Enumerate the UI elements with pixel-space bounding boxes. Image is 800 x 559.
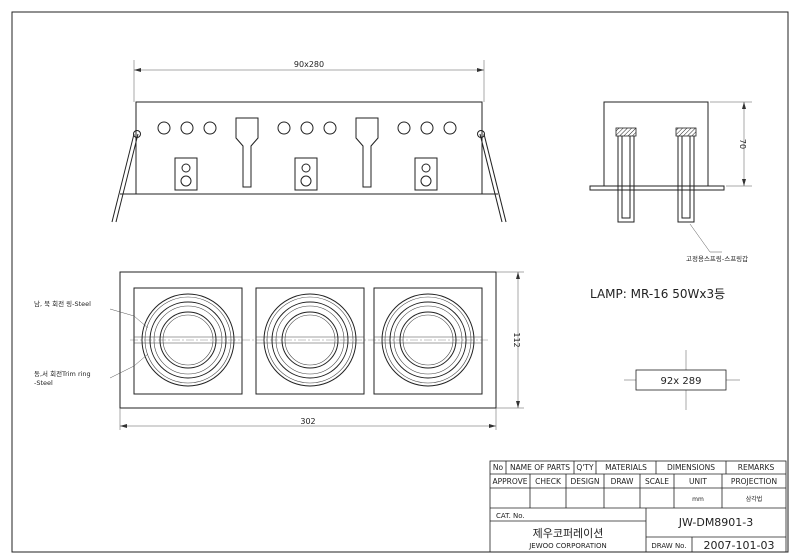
- bracket-plate: [414, 157, 438, 191]
- mount-hole: [300, 121, 314, 135]
- plate-hole: [180, 175, 192, 187]
- tb-unit: UNIT: [689, 477, 707, 486]
- bracket-plate: [174, 157, 198, 191]
- tb-company-kr: 제우코퍼레이션: [533, 527, 604, 540]
- lamp-opening-inner: [284, 314, 336, 366]
- lamp-unit: [373, 287, 483, 395]
- dim-top-width: 90x280: [294, 60, 324, 69]
- ring-ns-annotation: 남, 북 회전 링-Steel: [34, 299, 91, 308]
- lamp-opening: [281, 311, 339, 369]
- outer-ring: [381, 293, 475, 387]
- trim-ring-inner: [393, 305, 463, 375]
- mount-hole: [157, 121, 171, 135]
- tb-approve: APPROVE: [492, 477, 527, 486]
- outer-ring: [141, 293, 235, 387]
- mount-hole: [277, 121, 291, 135]
- tb-cat-label: CAT. No.: [496, 512, 525, 520]
- trim-ring: [271, 301, 349, 379]
- unit-frame: [133, 287, 243, 395]
- spring-annotation: 고정용스프링-스프링갑: [686, 254, 748, 263]
- plan-view: 302 112 남, 북 회전 링-Steel 동,서 회전Trim ring …: [34, 271, 524, 430]
- trim-ring-inner: [153, 305, 223, 375]
- dim-bottom-width: 302: [300, 417, 315, 426]
- unit-frame: [255, 287, 365, 395]
- tb-projection: PROJECTION: [731, 477, 777, 486]
- cutout-box: 92x 289: [624, 350, 740, 410]
- lamp-unit: [255, 287, 365, 395]
- title-block: No NAME OF PARTS Q'TY MATERIALS DIMENSIO…: [489, 460, 787, 553]
- tb-draw-no: 2007-101-03: [704, 539, 775, 552]
- mount-hole: [443, 121, 457, 135]
- trim-ring: [149, 301, 227, 379]
- tb-check: CHECK: [535, 477, 562, 486]
- trim-ring-inner: [275, 305, 345, 375]
- side-view: 70 고정용스프링-스프링갑: [589, 101, 752, 263]
- mount-hole: [180, 121, 194, 135]
- tb-model-no: JW-DM8901-3: [678, 516, 754, 529]
- tb-draw-label: DRAW No.: [651, 542, 686, 550]
- bracket-plate: [294, 157, 318, 191]
- plate-hole: [300, 175, 312, 187]
- lamp-unit: [133, 287, 243, 395]
- outer-ring-inner: [266, 296, 354, 384]
- ring-ew-annotation-2: -Steel: [34, 379, 53, 387]
- outer-ring: [263, 293, 357, 387]
- plate-hole: [421, 163, 431, 173]
- tb-header-remarks: REMARKS: [738, 463, 775, 472]
- tb-header-qty: Q'TY: [576, 463, 594, 472]
- drawing-border: [11, 11, 789, 553]
- mount-hole: [420, 121, 434, 135]
- lamp-opening: [159, 311, 217, 369]
- trim-ring: [389, 301, 467, 379]
- tb-header-name: NAME OF PARTS: [510, 463, 570, 472]
- ring-ew-annotation-1: 동,서 회전Trim ring: [34, 369, 91, 378]
- tb-header-dimensions: DIMENSIONS: [667, 463, 715, 472]
- tb-header-no: No: [493, 463, 504, 472]
- tb-projection-value: 삼각법: [746, 495, 763, 503]
- lamp-spec: LAMP: MR-16 50Wx3등: [590, 287, 725, 301]
- tb-company-en: JEWOO CORPORATION: [528, 542, 607, 550]
- outer-ring-inner: [144, 296, 232, 384]
- mount-hole: [203, 121, 217, 135]
- lamp-opening-inner: [402, 314, 454, 366]
- mount-hole: [397, 121, 411, 135]
- plate-hole: [301, 163, 311, 173]
- plate-hole: [420, 175, 432, 187]
- tb-design: DESIGN: [571, 477, 600, 486]
- cutout-dimension: 92x 289: [661, 376, 702, 387]
- plate-hole: [181, 163, 191, 173]
- front-view: 90x280: [111, 60, 507, 223]
- tb-draw: DRAW: [611, 477, 634, 486]
- unit-frame: [373, 287, 483, 395]
- dim-plan-height: 112: [512, 332, 521, 347]
- tb-header-materials: MATERIALS: [605, 463, 647, 472]
- outer-ring-inner: [384, 296, 472, 384]
- lamp-opening: [399, 311, 457, 369]
- dim-side-height: 70: [738, 139, 747, 149]
- lamp-opening-inner: [162, 314, 214, 366]
- tb-unit-value: mm: [692, 496, 704, 503]
- tb-scale: SCALE: [645, 477, 669, 486]
- mount-hole: [323, 121, 337, 135]
